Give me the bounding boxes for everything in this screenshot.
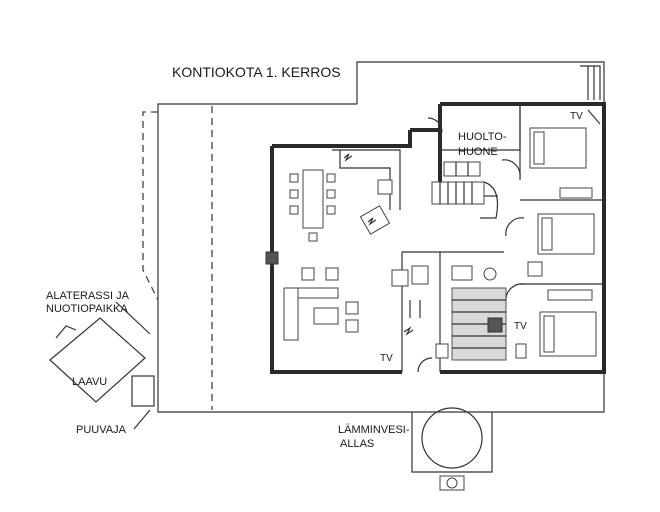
laavu-outline (49, 317, 146, 403)
plan-title: KONTIOKOTA 1. KERROS (172, 64, 341, 80)
utility-door (427, 117, 443, 133)
utility-room: HUOLTO- HUONE (427, 104, 521, 219)
hot-tub-circle (421, 407, 483, 469)
kitchen-electric-icon (343, 153, 353, 162)
stove (377, 179, 393, 195)
bathroom-toilet (435, 343, 449, 359)
bedrooms: TV (501, 104, 604, 357)
sauna: TV (451, 287, 527, 361)
woodshed-label: PUUVAJA (76, 424, 127, 436)
kitchen (332, 149, 401, 235)
hall: TV (380, 251, 440, 373)
island-electric-icon (367, 217, 377, 226)
campfire-symbol (55, 325, 77, 339)
bedroom-door-2 (505, 217, 525, 237)
living-room (283, 267, 359, 341)
closet (391, 269, 409, 287)
wardrobe-2 (547, 289, 593, 301)
building-walls (265, 102, 606, 374)
hot-tub (411, 407, 493, 491)
nightstand (527, 261, 543, 277)
fireplace (265, 251, 279, 265)
terrace-leader-line (115, 301, 151, 335)
laavu: LAAVU (49, 317, 146, 403)
staircase (431, 181, 499, 219)
utility-appliances (443, 161, 481, 177)
hall-electric-icon (403, 326, 414, 336)
shower-head (483, 267, 497, 281)
bathroom-sink (451, 265, 473, 281)
hot-tub-label-1: LÄMMINVESI- (338, 424, 410, 436)
bathroom (435, 251, 504, 372)
wc-toilet (411, 265, 429, 285)
bedroom-door-3 (505, 283, 525, 301)
terrace-label-1: ALATERASSI JA (46, 290, 130, 302)
entrance-door (417, 357, 433, 373)
hot-tub-label-2: ALLAS (340, 438, 374, 450)
tv-label-bedroom: TV (570, 111, 583, 122)
bedroom-door-1 (501, 159, 521, 179)
sauna-stove (487, 317, 503, 333)
woodshed (131, 375, 155, 407)
deck-outline (142, 61, 605, 413)
utility-room-label-1: HUOLTO- (458, 131, 507, 143)
woodshed-leader-line (133, 409, 151, 430)
coffee-table (313, 307, 339, 325)
tv-label-sauna: TV (514, 321, 527, 332)
tv-label-living: TV (380, 353, 393, 364)
laavu-label: LAAVU (72, 376, 107, 388)
dining-table (302, 169, 324, 229)
sofa (283, 287, 299, 341)
dining-set (289, 169, 336, 242)
utility-room-label-2: HUONE (458, 146, 498, 158)
terrace-label-2: NUOTIOPAIKKA (46, 303, 128, 315)
wardrobe-1 (559, 187, 593, 199)
